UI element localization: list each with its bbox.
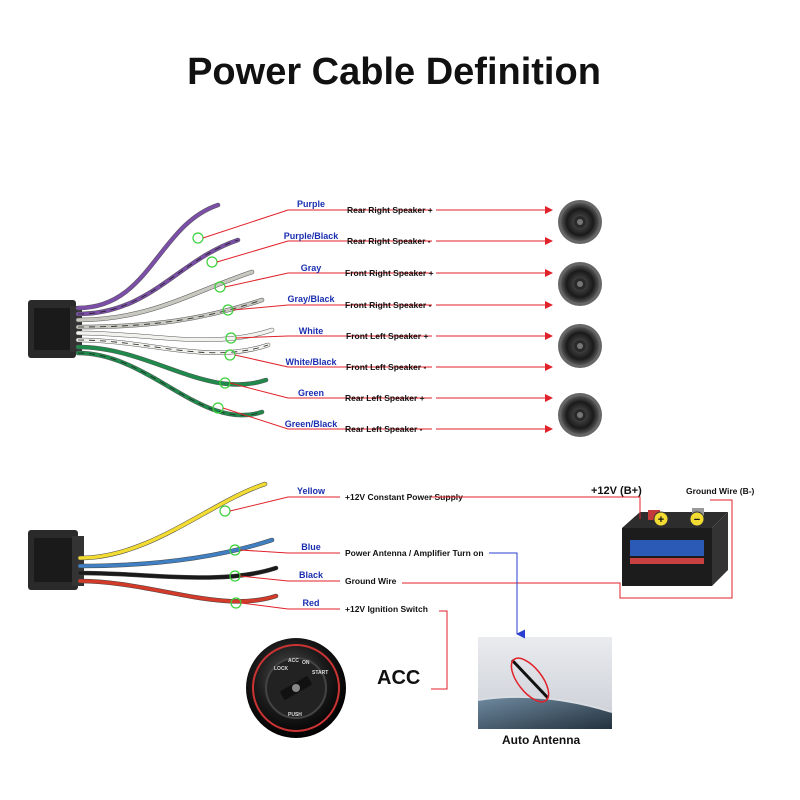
antenna-caption: Auto Antenna — [502, 733, 581, 747]
wire-function-label: +12V Ignition Switch — [345, 604, 428, 614]
speaker-labels: Purple Rear Right Speaker + Purple/Black… — [284, 199, 434, 434]
wire-color-label: Green — [298, 388, 324, 398]
ignition-push-text: PUSH — [288, 712, 302, 718]
wire — [76, 270, 254, 322]
wire-color-label: White — [299, 326, 324, 336]
wire-color-label: Purple/Black — [284, 231, 340, 241]
battery-icon: + − — [622, 508, 728, 586]
callout-line — [202, 209, 432, 239]
wire-color-label: Yellow — [297, 486, 326, 496]
ignition-start-text: START — [312, 670, 328, 676]
wire-color-label: Green/Black — [285, 419, 339, 429]
acc-label: ACC — [377, 667, 420, 689]
callout-line — [232, 304, 432, 311]
wire — [78, 566, 278, 580]
power-wire-group — [77, 481, 279, 604]
negative-sign: − — [694, 514, 700, 526]
wire-stripe — [77, 339, 269, 354]
wire-color-label: Gray/Black — [287, 294, 335, 304]
ignition-acc-text: ACC — [288, 658, 299, 664]
wire-marker — [219, 505, 231, 517]
wire-marker — [206, 256, 218, 268]
callout-line — [229, 496, 340, 512]
callout-group — [192, 206, 553, 610]
wire-stripe — [77, 352, 263, 416]
ignition-lock-text: LOCK — [274, 666, 289, 672]
callout-line — [229, 382, 432, 399]
callout-line — [224, 272, 432, 288]
battery-positive-label: +12V (B+) — [591, 485, 642, 497]
speaker-icon — [558, 200, 602, 244]
callout-line — [234, 354, 432, 368]
callout-line — [222, 407, 432, 430]
wire-function-label: Front Left Speaker + — [346, 331, 428, 341]
wire-function-label: Rear Right Speaker - — [347, 236, 431, 246]
car-antenna-photo — [477, 637, 613, 729]
wire — [76, 328, 274, 342]
callout-line — [235, 335, 432, 339]
power-routing-lines — [402, 496, 733, 690]
wire-function-label: Front Right Speaker + — [345, 268, 434, 278]
wire-stripe — [77, 239, 239, 315]
speaker-connector-icon — [28, 300, 82, 358]
speaker-icon — [558, 324, 602, 368]
wire-color-label: White/Black — [285, 357, 337, 367]
wire-function-label: Front Left Speaker - — [346, 362, 426, 372]
wire — [76, 203, 220, 310]
wire-color-label: Gray — [301, 263, 322, 273]
wire-function-label: Ground Wire — [345, 576, 397, 586]
wire — [78, 482, 267, 560]
ignition-on-text: ON — [302, 660, 310, 666]
wire-color-label: Purple — [297, 199, 325, 209]
wire-function-label: Power Antenna / Amplifier Turn on — [345, 548, 484, 558]
speaker-icon — [558, 262, 602, 306]
battery-ground-label: Ground Wire (B-) — [686, 486, 755, 496]
wire-marker — [192, 232, 204, 244]
power-labels: Yellow +12V Constant Power Supply Blue P… — [297, 486, 484, 614]
ignition-switch-icon: LOCK ACC ON START PUSH — [246, 638, 346, 738]
positive-sign: + — [658, 514, 664, 526]
wire — [76, 345, 268, 387]
wire-stripe — [77, 299, 263, 328]
speaker-wire-group — [75, 202, 275, 418]
wire-function-label: Rear Right Speaker + — [347, 205, 433, 215]
wire-color-label: Red — [302, 598, 319, 608]
callout-line — [240, 602, 340, 610]
page-title: Power Cable Definition — [187, 51, 601, 93]
wire — [78, 579, 278, 604]
speaker-icon — [558, 393, 602, 437]
callout-line — [216, 240, 432, 263]
wire-color-label: Black — [299, 570, 324, 580]
callout-line — [239, 549, 340, 554]
wire — [78, 538, 274, 568]
wire-color-label: Blue — [301, 542, 321, 552]
power-connector-icon — [28, 530, 84, 590]
wire-function-label: Front Right Speaker - — [345, 300, 432, 310]
wire-function-label: Rear Left Speaker - — [345, 424, 423, 434]
callout-line — [239, 575, 340, 582]
wire-function-label: +12V Constant Power Supply — [345, 492, 463, 502]
wire-function-label: Rear Left Speaker + — [345, 393, 425, 403]
